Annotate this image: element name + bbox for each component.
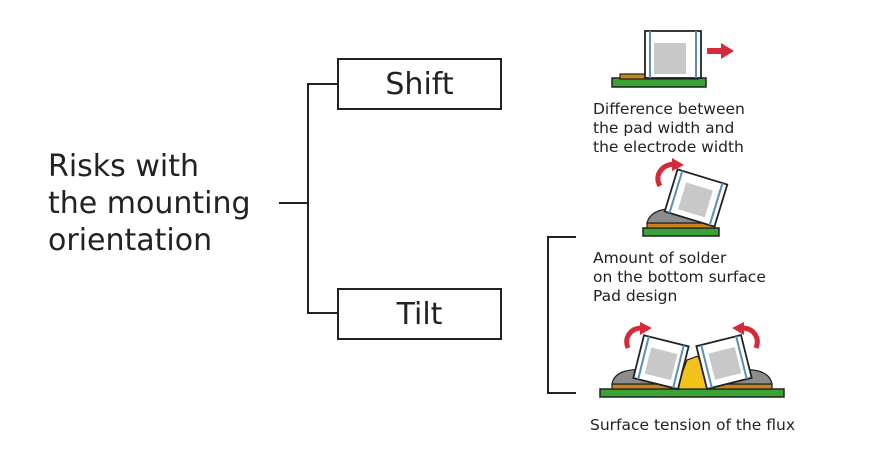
tilt-cause-caption: Amount of solder on the bottom surface P… bbox=[593, 249, 766, 306]
chip bbox=[663, 168, 729, 228]
chip bbox=[644, 30, 702, 79]
board bbox=[642, 227, 720, 237]
tilt-label: Tilt bbox=[396, 296, 443, 332]
shift-label: Shift bbox=[385, 66, 454, 102]
caption-line: the pad width and bbox=[593, 119, 735, 137]
root-label-line: the mounting bbox=[48, 186, 251, 221]
caption-line: Amount of solder bbox=[593, 249, 727, 267]
caption-line: on the bottom surface bbox=[593, 268, 766, 286]
caption-line: Surface tension of the flux bbox=[590, 416, 796, 434]
tilt-bracket bbox=[547, 236, 576, 394]
flux-cause-caption: Surface tension of the flux bbox=[590, 416, 795, 435]
caption-line: Difference between bbox=[593, 100, 745, 118]
shift-box: Shift bbox=[337, 58, 502, 110]
root-label: Risks with the mounting orientation bbox=[48, 148, 251, 259]
chip-right bbox=[695, 333, 753, 391]
shift-cause-caption: Difference between the pad width and the… bbox=[593, 100, 745, 157]
rotate-arrow-icon bbox=[732, 322, 760, 349]
rotate-arrow-icon bbox=[624, 322, 652, 349]
tilt-solder-illustration bbox=[642, 158, 729, 237]
chip-left bbox=[632, 334, 690, 391]
shift-illustration bbox=[611, 30, 734, 88]
tilt-flux-illustration bbox=[599, 322, 785, 398]
tilt-box: Tilt bbox=[337, 288, 502, 340]
right-arrow-icon bbox=[707, 43, 734, 59]
caption-line: the electrode width bbox=[593, 138, 744, 156]
board bbox=[599, 388, 785, 398]
rotate-arrow-icon bbox=[655, 158, 684, 188]
root-label-line: orientation bbox=[48, 223, 213, 258]
root-label-line: Risks with bbox=[48, 149, 199, 184]
caption-line: Pad design bbox=[593, 287, 678, 305]
